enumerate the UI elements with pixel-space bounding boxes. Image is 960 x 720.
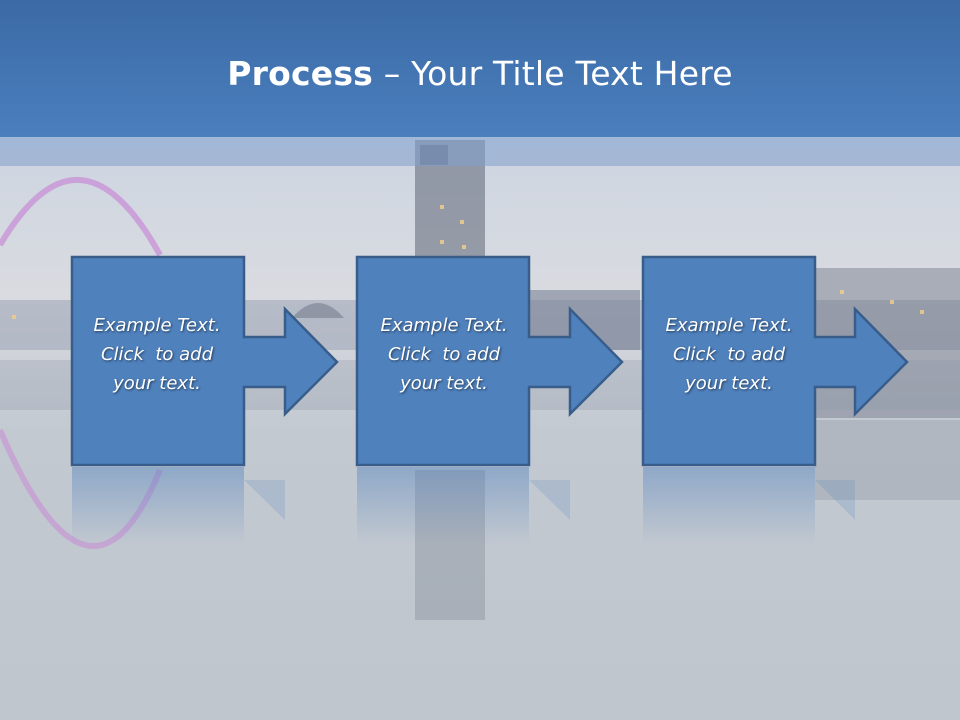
process-step-3-text[interactable]: Example Text. Click to add your text. (644, 311, 814, 398)
process-step-2-text[interactable]: Example Text. Click to add your text. (359, 311, 529, 398)
step-text-line: Example Text. (665, 315, 793, 336)
title-bar (0, 0, 960, 137)
step-text-line: Example Text. (380, 315, 508, 336)
slide-title-bold: Process (227, 54, 374, 93)
step-text-line: Click to add (387, 344, 500, 365)
step-text-line: your text. (113, 373, 201, 394)
step-text-line: your text. (685, 373, 773, 394)
slide-title-rest: – Your Title Text Here (373, 54, 733, 93)
process-step-2-shape[interactable] (355, 255, 624, 467)
slide-title[interactable]: Process – Your Title Text Here (0, 52, 960, 96)
title-bar-underband (0, 137, 960, 166)
step-text-line: Click to add (100, 344, 213, 365)
step-text-line: your text. (400, 373, 488, 394)
process-step-1-shape[interactable] (70, 255, 339, 467)
process-step-3-shape[interactable] (641, 255, 909, 467)
process-step-1-text[interactable]: Example Text. Click to add your text. (72, 311, 242, 398)
step-text-line: Example Text. (93, 315, 221, 336)
step-text-line: Click to add (672, 344, 785, 365)
process-reflection (72, 467, 855, 545)
